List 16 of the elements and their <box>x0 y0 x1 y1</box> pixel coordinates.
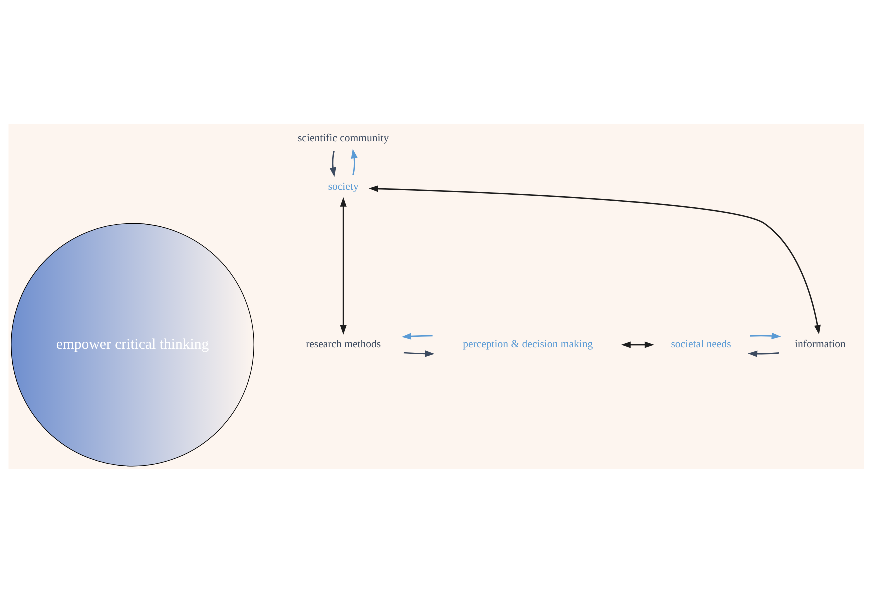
arrow <box>368 185 821 334</box>
node-text: research methods <box>306 338 382 350</box>
arrow <box>402 332 433 340</box>
node-text: perception & decision making <box>463 338 594 350</box>
node-text: societal needs <box>671 338 732 350</box>
node-circle: empower critical thinking <box>11 222 254 466</box>
node-text: society <box>328 180 359 192</box>
node-text: information <box>795 338 846 350</box>
arrow <box>340 196 347 334</box>
arrow <box>750 332 782 339</box>
arrow <box>748 350 780 357</box>
arrow <box>330 150 336 177</box>
arrow <box>351 148 358 175</box>
node-text: scientific community <box>298 132 390 144</box>
arrow <box>621 341 654 348</box>
arrow <box>404 350 435 357</box>
